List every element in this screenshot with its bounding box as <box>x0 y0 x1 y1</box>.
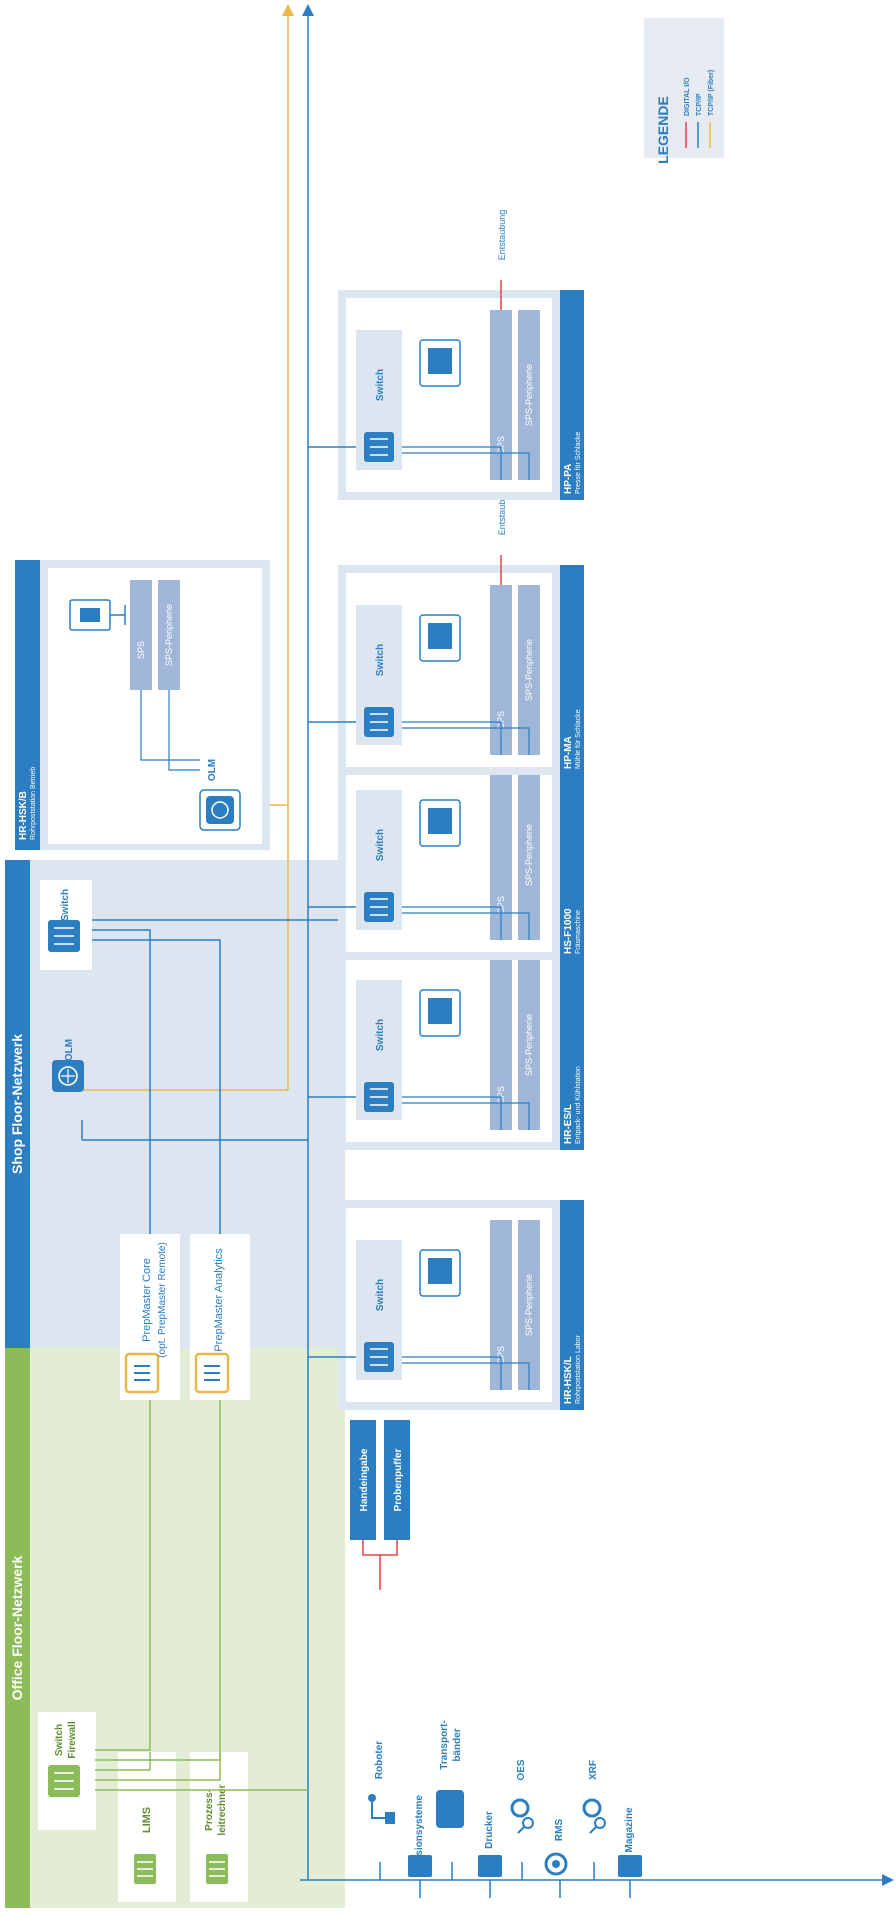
station-periph-label: SPS-Peripherie <box>524 1014 534 1076</box>
drucker-icon <box>478 1855 502 1877</box>
station-machine-icon <box>420 340 460 386</box>
visionsysteme-label: Visionsysteme <box>414 1795 425 1865</box>
prepmaster-core-line2: (opt. PrepMaster Remote) <box>157 1242 168 1358</box>
roboter-icon <box>368 1794 395 1824</box>
station-name: HR-HSK/L <box>563 1356 574 1404</box>
prozessleitrechner-line1: Prozess- <box>204 1789 215 1831</box>
transportbaender-line2: bänder <box>452 1728 463 1761</box>
hskb-periph-label: SPS-Peripherie <box>164 604 174 666</box>
drucker-label: Drucker <box>484 1811 495 1849</box>
magazine-icon <box>618 1855 642 1877</box>
office-zone-title: Office Floor-Netzwerk <box>9 1555 25 1700</box>
digital-io-handeingabe <box>363 1540 397 1590</box>
lims-label: LIMS <box>141 1807 153 1833</box>
station-switch-label: Switch <box>375 1279 386 1311</box>
station-switch-label: Switch <box>375 644 386 676</box>
hskb-olm-icon <box>206 796 234 824</box>
prepmaster-analytics-label: PrepMaster Analytics <box>213 1248 225 1352</box>
peripherals-group: Visionsysteme Drucker RMS Magazine Robot… <box>350 1420 642 1900</box>
legend-title: LEGENDE <box>655 96 671 164</box>
station-machine-icon <box>420 1250 460 1296</box>
station-name: HR-ES/L <box>563 1104 574 1144</box>
station-name: HS-F1000 <box>563 908 574 954</box>
legend-label: DIGITAL I/O <box>684 77 691 116</box>
prozessleitrechner-line2: leitrechner <box>217 1784 228 1835</box>
station-name: HP-PA <box>563 464 574 494</box>
station-periph-label: SPS-Peripherie <box>524 824 534 886</box>
station-switch-label: Switch <box>375 1019 386 1051</box>
switch-firewall-line2: Firewall <box>67 1721 78 1758</box>
legend-label: TCP/IP (Fiber) <box>708 70 715 116</box>
transportbaender-line1: Transport- <box>439 1720 450 1769</box>
station-machine-icon <box>420 990 460 1036</box>
station-subtitle: Presse für Schlacke <box>575 432 582 494</box>
station-subtitle: Rohrpoststation Labor <box>575 1334 582 1404</box>
shop-switch-label: Switch <box>60 889 71 921</box>
station-machine-icon <box>420 800 460 846</box>
xrf-gear-magnifier-icon <box>584 1800 605 1833</box>
hskb-sps-label: SPS <box>136 641 146 659</box>
station-name: HP-MA <box>563 736 574 769</box>
olm-main-label: OLM <box>64 1039 75 1061</box>
station-periph-label: SPS-Peripherie <box>524 364 534 426</box>
shop-zone-title: Shop Floor-Netzwerk <box>9 1034 25 1174</box>
station-subtitle: Entpack- und Kühlstation <box>575 1066 582 1144</box>
station-periph-label: SPS-Peripherie <box>524 1274 534 1336</box>
prepmaster-core-line1: PrepMaster Core <box>141 1258 153 1342</box>
station-machine-icon <box>420 615 460 661</box>
station-5: HP-PAPresse für SchlackeSwitchSPSSPS-Per… <box>308 210 584 500</box>
rms-label: RMS <box>554 1819 565 1842</box>
oes-gear-magnifier-icon <box>512 1800 533 1833</box>
switch-firewall-line1: Switch <box>54 1724 65 1756</box>
roboter-label: Roboter <box>374 1741 385 1779</box>
hskb-sps <box>130 580 152 690</box>
station-switch-label: Switch <box>375 369 386 401</box>
station-extra-label: Entstaubung <box>497 210 507 261</box>
hskb-subtitle: Rohrpoststation Betrieb <box>30 767 37 840</box>
magazine-label: Magazine <box>624 1807 635 1852</box>
station-periph-label: SPS-Peripherie <box>524 639 534 701</box>
oes-label: OES <box>516 1759 527 1780</box>
station-subtitle: Fräsmaschine <box>575 910 582 954</box>
hskb-name: HR-HSK/B <box>18 791 29 840</box>
station-switch-label: Switch <box>375 829 386 861</box>
legend-label: TCP/IP <box>696 93 703 116</box>
transportbaender-icon <box>436 1790 464 1828</box>
handeingabe-label: Handeingabe <box>359 1448 370 1511</box>
hskb-olm-label: OLM <box>207 759 218 781</box>
xrf-label: XRF <box>588 1760 599 1780</box>
probenpuffer-label: Probenpuffer <box>393 1449 404 1512</box>
visionsysteme-icon <box>408 1855 432 1877</box>
station-subtitle: Mühle für Schlacke <box>575 709 582 769</box>
